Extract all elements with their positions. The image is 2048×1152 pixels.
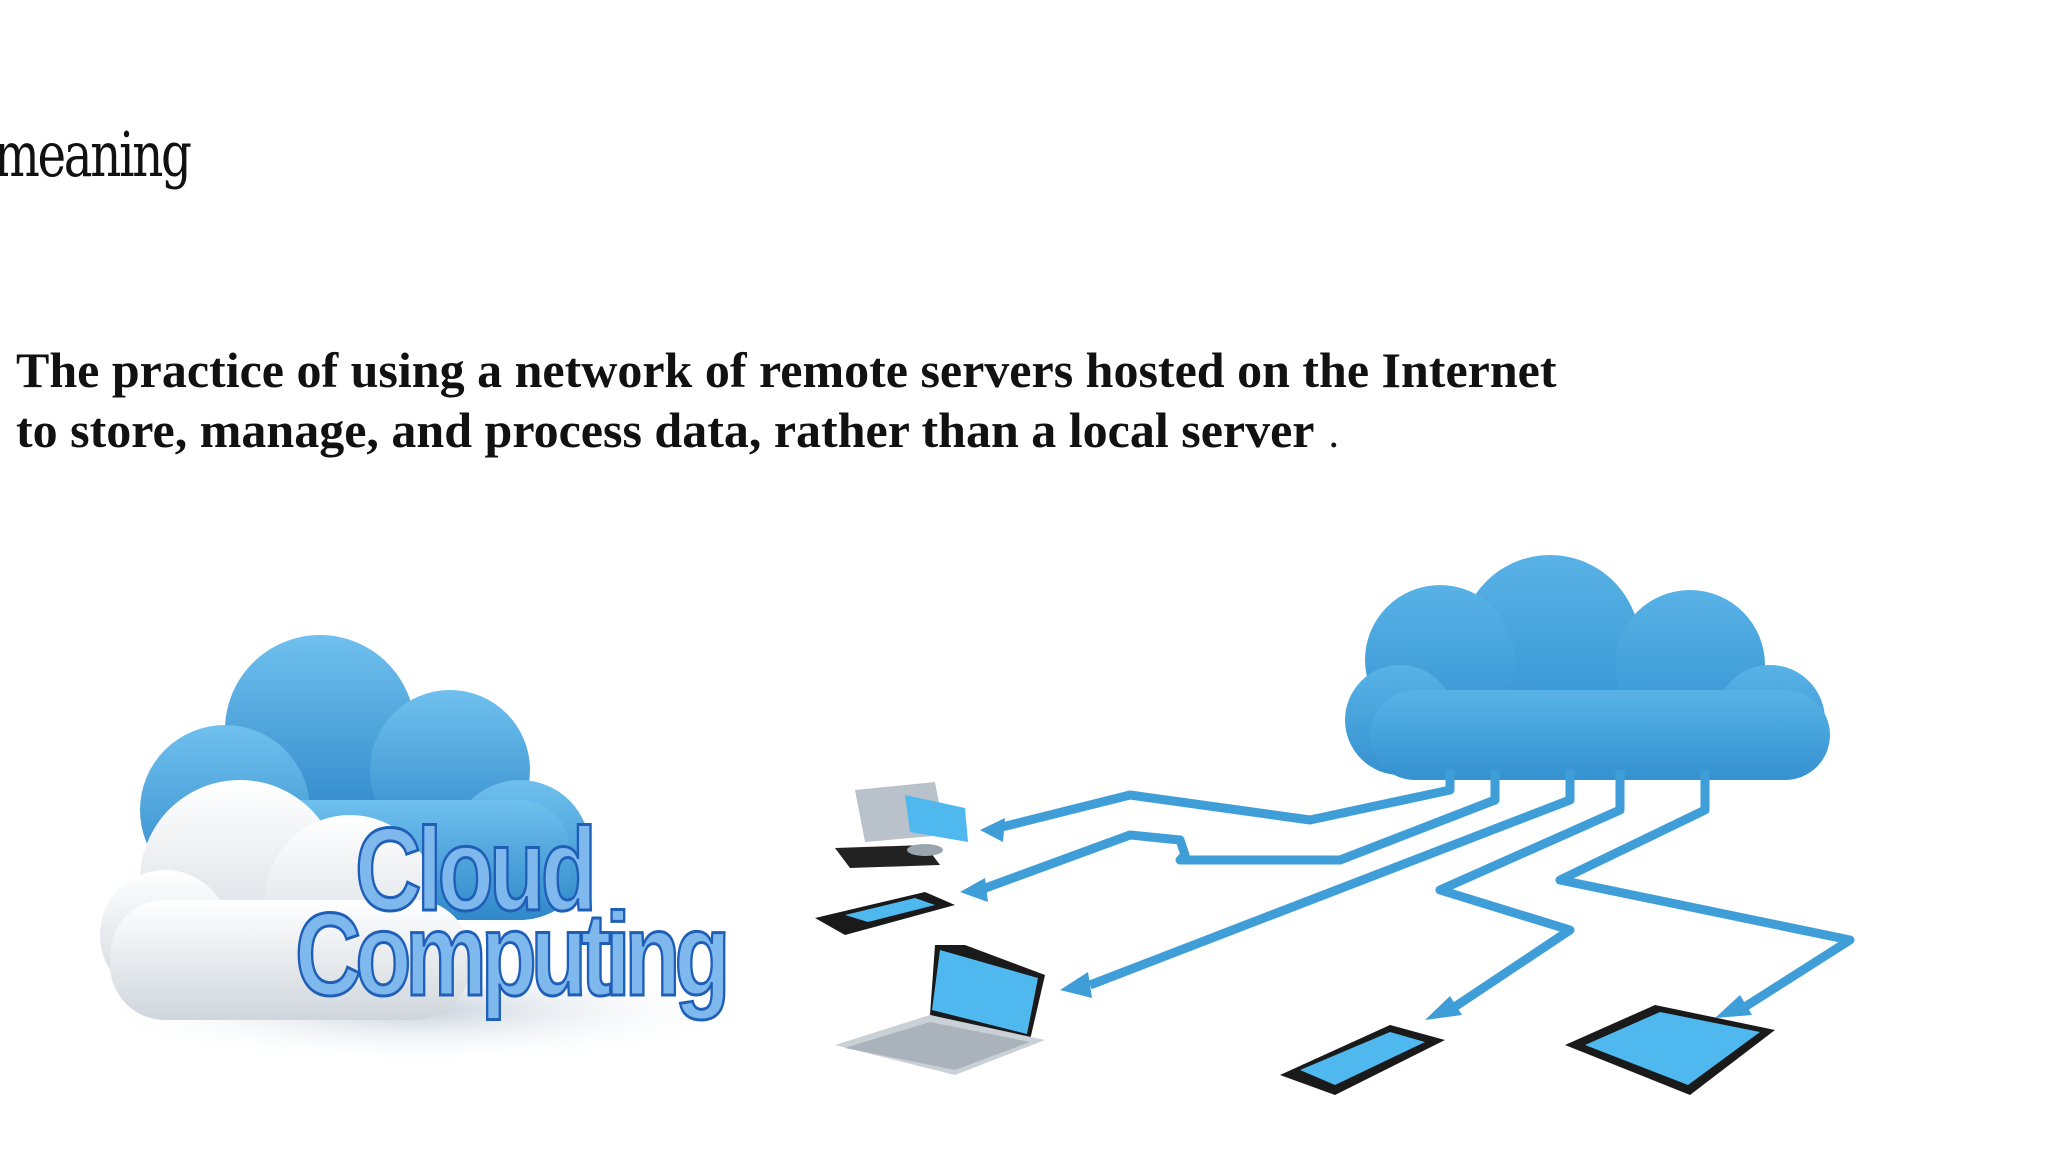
line-to-phone-left: [980, 770, 1495, 890]
connection-lines: [980, 770, 1850, 1010]
network-diagram: [815, 555, 1850, 1095]
smartphone-icon: [1280, 1025, 1445, 1095]
line-to-tablet: [1560, 770, 1850, 1010]
cloud-computing-logo: Cloud Computing: [90, 635, 750, 1065]
line-to-desktop: [990, 770, 1450, 830]
laptop-icon: [835, 945, 1045, 1075]
network-cloud-icon: [1345, 555, 1830, 780]
logo-line-2: Computing: [295, 889, 725, 1021]
phone-left-icon: [815, 892, 955, 935]
desktop-computer-icon: [835, 782, 968, 868]
tablet-icon: [1565, 1005, 1775, 1095]
